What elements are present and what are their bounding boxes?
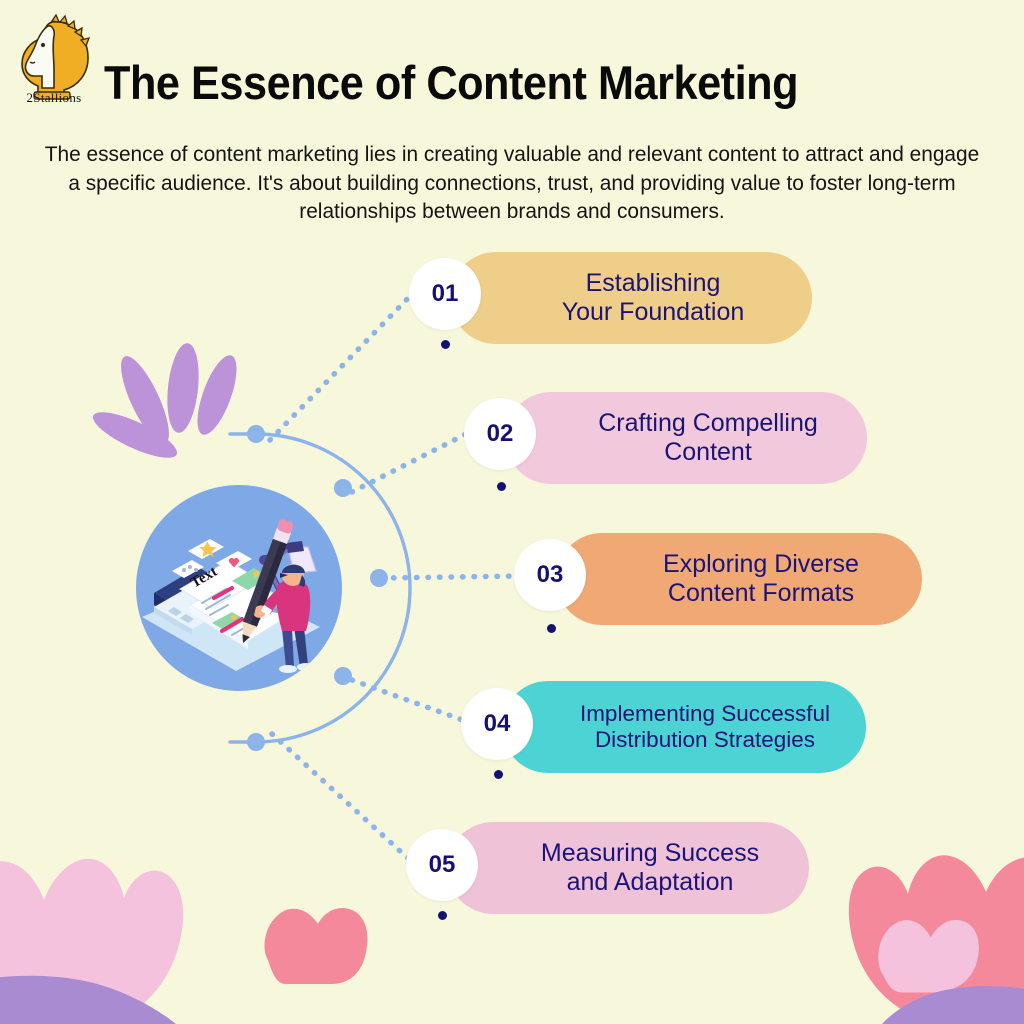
step-card-4[interactable]: Implementing Successful Distribution Str… <box>502 681 866 773</box>
step-card-3-line1: Exploring Diverse <box>663 549 859 578</box>
step-tail-dot-5 <box>438 911 447 920</box>
hub-arc <box>254 432 412 744</box>
content-creation-illustration: Text <box>142 519 320 673</box>
step-card-4-line1: Implementing Successful <box>579 700 831 726</box>
logo-wordmark: 2Stallions <box>26 90 82 105</box>
coral-tulip-left <box>264 907 368 984</box>
step-card-5-line1: Measuring Success <box>540 838 760 867</box>
step-card-5[interactable]: Measuring Success and Adaptation <box>447 822 809 914</box>
step-badge-3[interactable]: 03 <box>514 539 586 611</box>
step-card-1[interactable]: Establishing Your Foundation <box>450 252 812 344</box>
step-tail-dot-4 <box>494 770 503 779</box>
step-card-2-line2: Content <box>664 438 752 466</box>
knight-chess-horse-icon <box>21 13 91 100</box>
intro-paragraph: The essence of content marketing lies in… <box>44 142 980 224</box>
step-card-2-line1: Crafting Compelling <box>598 408 818 437</box>
step-card-5-line2: and Adaptation <box>566 868 734 896</box>
purple-blob-left <box>0 975 176 1024</box>
hub-illustration: Text <box>136 485 342 691</box>
step-card-4-label: Implementing Successful Distribution Str… <box>502 701 866 754</box>
step-tail-dot-1 <box>441 340 450 349</box>
step-card-3[interactable]: Exploring Diverse Content Formats <box>556 533 922 625</box>
step-badge-4[interactable]: 04 <box>461 688 533 760</box>
spoke-4 <box>349 677 471 725</box>
purple-petal-fan-icon <box>92 343 237 458</box>
step-card-1-line1: Establishing <box>585 268 721 297</box>
spoke-5 <box>269 731 415 865</box>
step-card-1-label: Establishing Your Foundation <box>450 269 812 328</box>
spoke-3 <box>379 573 523 581</box>
purple-blob-right <box>882 986 1024 1024</box>
step-card-3-label: Exploring Diverse Content Formats <box>556 550 922 609</box>
step-card-1-line2: Your Foundation <box>561 298 745 326</box>
step-card-5-label: Measuring Success and Adaptation <box>447 839 809 898</box>
page-title: The Essence of Content Marketing <box>104 56 799 109</box>
step-badge-1[interactable]: 01 <box>409 258 481 330</box>
spoke-1 <box>267 289 417 443</box>
arc-node-dots <box>247 425 388 751</box>
step-tail-dot-2 <box>497 482 506 491</box>
spoke-2 <box>349 429 473 495</box>
step-card-4-line2: Distribution Strategies <box>594 727 816 752</box>
step-card-2-label: Crafting Compelling Content <box>505 409 867 468</box>
step-badge-5[interactable]: 05 <box>406 829 478 901</box>
step-card-3-line2: Content Formats <box>667 579 855 607</box>
step-card-2[interactable]: Crafting Compelling Content <box>505 392 867 484</box>
step-badge-2[interactable]: 02 <box>464 398 536 470</box>
step-tail-dot-3 <box>547 624 556 633</box>
pink-tulip-right <box>878 919 979 993</box>
